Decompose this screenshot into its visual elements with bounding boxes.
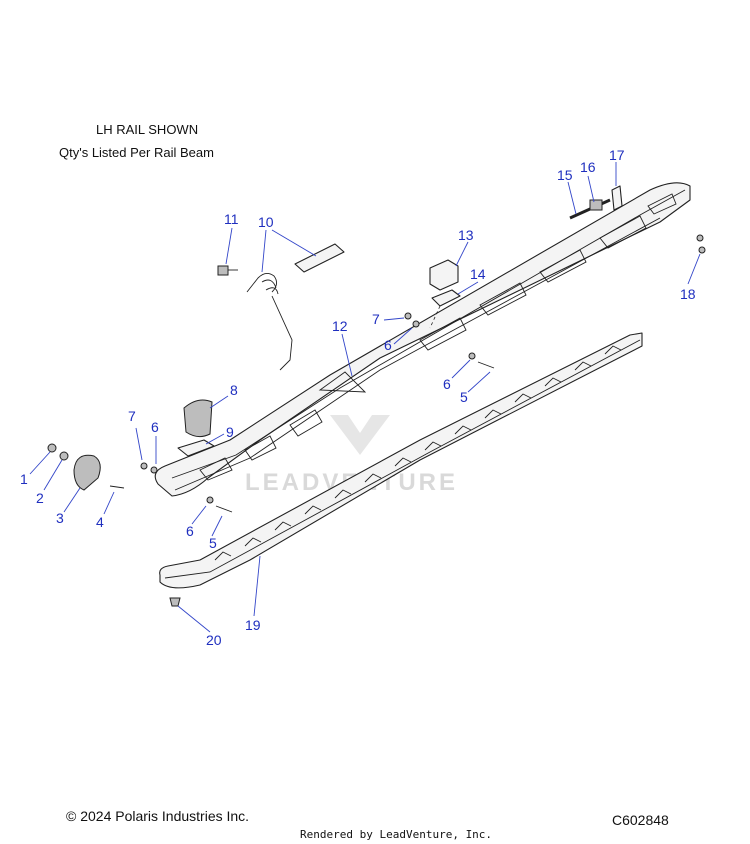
callout-8[interactable]: 8 (230, 382, 238, 398)
callout-14[interactable]: 14 (470, 266, 486, 282)
rail-beam[interactable] (154, 182, 691, 497)
callout-17[interactable]: 17 (609, 147, 625, 163)
callouts: 1 2 3 4 7 6 8 9 6 5 11 10 12 7 6 13 14 6… (20, 147, 696, 648)
callout-19[interactable]: 19 (245, 617, 261, 633)
callout-6b[interactable]: 6 (186, 523, 194, 539)
callout-15[interactable]: 15 (557, 167, 573, 183)
callout-18[interactable]: 18 (680, 286, 696, 302)
nose-cap[interactable] (73, 454, 101, 491)
slide[interactable] (159, 332, 643, 589)
adjuster-bolt[interactable] (569, 185, 623, 220)
callout-6c[interactable]: 6 (384, 337, 392, 353)
callout-20[interactable]: 20 (206, 632, 222, 648)
callout-9[interactable]: 9 (226, 424, 234, 440)
callout-12[interactable]: 12 (332, 318, 348, 334)
note-qty-per-rail: Qty's Listed Per Rail Beam (59, 145, 214, 160)
callout-4[interactable]: 4 (96, 514, 104, 530)
copyright-text: © 2024 Polaris Industries Inc. (66, 808, 250, 824)
bumper-block[interactable] (429, 259, 461, 329)
rendered-by-text: Rendered by LeadVenture, Inc. (300, 828, 493, 841)
spring[interactable] (246, 243, 345, 371)
diagram-code: C602848 (612, 812, 669, 828)
callout-16[interactable]: 16 (580, 159, 596, 175)
note-rail-shown: LH RAIL SHOWN (96, 122, 199, 137)
callout-6a[interactable]: 6 (151, 419, 159, 435)
callout-5a[interactable]: 5 (209, 535, 217, 551)
hardware (47, 234, 706, 607)
callout-7b[interactable]: 7 (372, 311, 380, 327)
callout-13[interactable]: 13 (458, 227, 474, 243)
callout-11[interactable]: 11 (224, 211, 239, 227)
callout-10[interactable]: 10 (258, 214, 274, 230)
callout-5b[interactable]: 5 (460, 389, 468, 405)
front-stop[interactable] (177, 399, 215, 457)
callout-3[interactable]: 3 (56, 510, 64, 526)
callout-2[interactable]: 2 (36, 490, 44, 506)
leader-lines (29, 162, 701, 633)
bolt-11[interactable] (217, 265, 238, 276)
callout-1[interactable]: 1 (20, 471, 28, 487)
slide-teeth (214, 345, 622, 561)
callout-7a[interactable]: 7 (128, 408, 136, 424)
callout-6d[interactable]: 6 (443, 376, 451, 392)
